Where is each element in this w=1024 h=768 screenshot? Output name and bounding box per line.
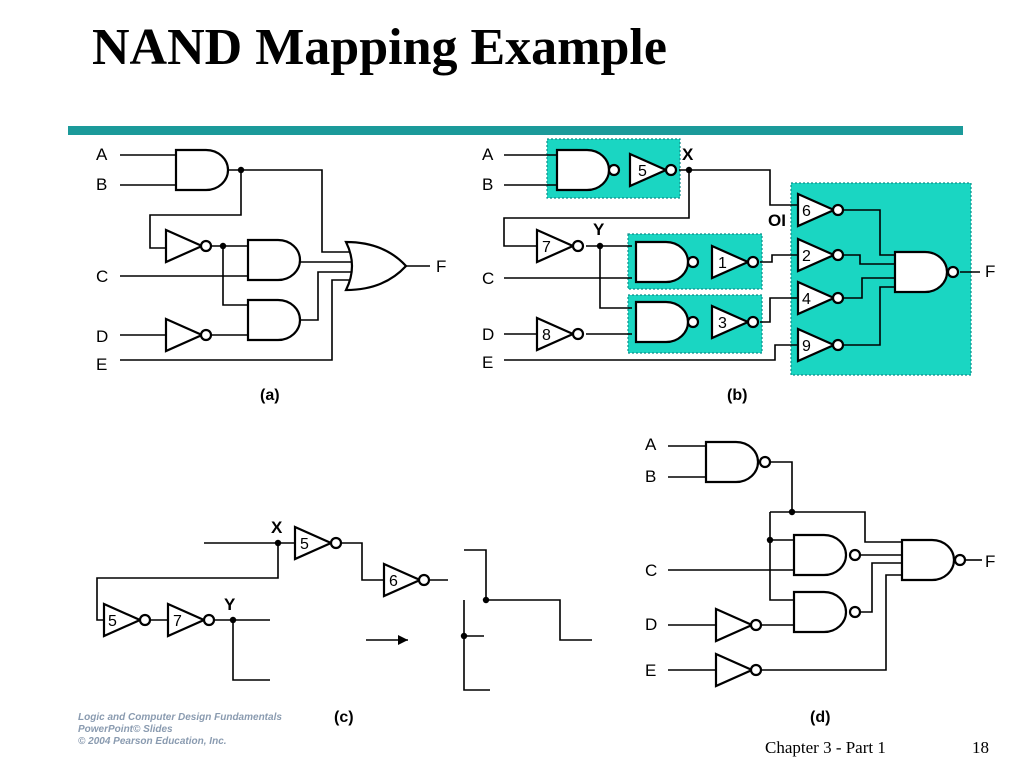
input-e-label-b: E xyxy=(482,353,493,372)
input-a-label: A xyxy=(96,145,108,164)
node-y-label-b: Y xyxy=(593,220,605,239)
panel-d: A B C D E F (d) xyxy=(645,435,995,726)
input-d-label: D xyxy=(96,327,108,346)
footer-line-2: PowerPoint© Slides xyxy=(78,724,173,735)
title-divider xyxy=(68,126,963,135)
gate-number-3-b: 3 xyxy=(718,315,727,332)
arrow-icon xyxy=(398,635,408,645)
node-y-label-c: Y xyxy=(224,595,236,614)
input-e-label-d: E xyxy=(645,661,656,680)
page-number: 18 xyxy=(972,738,989,757)
gate-number-6-b: 6 xyxy=(802,203,811,220)
gate-number-1-b: 1 xyxy=(718,255,727,272)
gate-number-5-c-bottom: 5 xyxy=(108,613,117,630)
node-x-label-c: X xyxy=(271,518,283,537)
input-b-label-d: B xyxy=(645,467,656,486)
gate-number-2-b: 2 xyxy=(802,248,811,265)
node-oi-label-b: OI xyxy=(768,211,786,230)
input-a-label-d: A xyxy=(645,435,657,454)
input-a-label-b: A xyxy=(482,145,494,164)
input-c-label-b: C xyxy=(482,269,494,288)
input-c-label-d: C xyxy=(645,561,657,580)
caption-b: (b) xyxy=(727,387,747,404)
gate-number-7-c: 7 xyxy=(173,613,182,630)
panel-b: A B C D E F X Y OI 5 7 xyxy=(482,138,995,404)
caption-d: (d) xyxy=(810,709,830,726)
chapter-label: Chapter 3 - Part 1 xyxy=(765,738,886,757)
caption-c: (c) xyxy=(334,709,354,726)
input-c-label: C xyxy=(96,267,108,286)
caption-a: (a) xyxy=(260,387,280,404)
input-b-label-b: B xyxy=(482,175,493,194)
panel-a: A B C D E F (a) xyxy=(96,145,446,404)
input-d-label-b: D xyxy=(482,325,494,344)
gate-number-9-b: 9 xyxy=(802,338,811,355)
input-e-label: E xyxy=(96,355,107,374)
slide-title: NAND Mapping Example xyxy=(92,19,667,76)
output-f-label: F xyxy=(436,257,446,276)
gate-number-6-c: 6 xyxy=(389,573,398,590)
panel-c: X Y 5 6 5 7 (c) xyxy=(96,518,592,726)
output-f-label-b: F xyxy=(985,262,995,281)
output-f-label-d: F xyxy=(985,552,995,571)
gate-number-5-b: 5 xyxy=(638,163,647,180)
footer-line-1: Logic and Computer Design Fundamentals xyxy=(78,712,282,723)
gate-number-7-b: 7 xyxy=(542,239,551,256)
gate-number-8-b: 8 xyxy=(542,327,551,344)
gate-number-4-b: 4 xyxy=(802,291,811,308)
publisher-footer: Logic and Computer Design Fundamentals P… xyxy=(78,712,282,748)
gate-number-5-c-top: 5 xyxy=(300,536,309,553)
node-x-label-b: X xyxy=(682,145,694,164)
input-b-label: B xyxy=(96,175,107,194)
footer-line-3: © 2004 Pearson Education, Inc. xyxy=(78,736,227,747)
input-d-label-d: D xyxy=(645,615,657,634)
